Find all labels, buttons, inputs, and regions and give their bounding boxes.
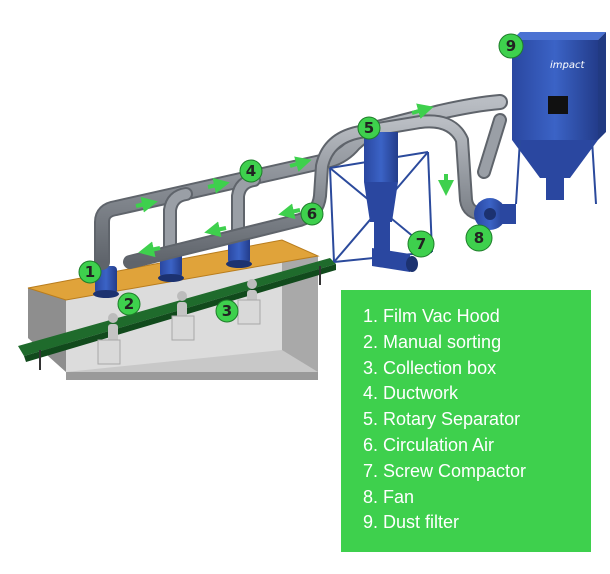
badge-5: 5 <box>357 116 381 140</box>
badge-7: 7 <box>407 230 435 258</box>
number-badges: 1 2 3 4 5 6 7 8 <box>78 33 524 323</box>
badge-6-label: 6 <box>307 205 317 223</box>
ductwork <box>94 94 508 270</box>
badge-8-label: 8 <box>474 229 484 247</box>
badge-3: 3 <box>215 299 239 323</box>
badge-9-label: 9 <box>506 37 516 55</box>
badge-4: 4 <box>239 159 263 183</box>
badge-2-label: 2 <box>124 295 134 313</box>
legend-item-ductwork: 4. Ductwork <box>363 383 459 404</box>
dust-filter: impact <box>512 32 606 205</box>
collection-box <box>171 315 195 341</box>
badge-6: 6 <box>300 202 324 226</box>
badge-3-label: 3 <box>222 302 232 320</box>
badge-1: 1 <box>78 260 102 284</box>
badge-9: 9 <box>498 33 524 59</box>
fan <box>474 198 516 230</box>
legend-item-collection-box: 3. Collection box <box>363 357 497 378</box>
manual-sorting-station <box>97 279 261 365</box>
badge-8: 8 <box>465 224 493 252</box>
airflow-arrows <box>135 103 454 258</box>
badge-7-label: 7 <box>416 235 426 253</box>
badge-1-label: 1 <box>85 263 95 281</box>
collection-box <box>97 339 121 365</box>
badge-5-label: 5 <box>364 119 374 137</box>
badge-4-label: 4 <box>246 162 256 180</box>
dust-filter-brand: impact <box>550 60 585 71</box>
legend-item-dust-filter: 9. Dust filter <box>363 512 460 533</box>
legend-item-fan: 8. Fan <box>363 486 415 507</box>
legend-item-film-vac-hood: 1. Film Vac Hood <box>363 306 500 326</box>
legend-item-circulation-air: 6. Circulation Air <box>363 434 495 455</box>
screw-compactor <box>372 248 418 272</box>
legend-list: 1. Film Vac Hood 2. Manual sorting 3. Co… <box>363 304 591 536</box>
legend-item-manual-sorting: 2. Manual sorting <box>363 331 502 352</box>
legend-box: 1. Film Vac Hood 2. Manual sorting 3. Co… <box>341 290 591 552</box>
badge-2: 2 <box>117 292 141 316</box>
legend-item-screw-compactor: 7. Screw Compactor <box>363 460 527 481</box>
legend-item-rotary-separator: 5. Rotary Separator <box>363 409 521 430</box>
collection-box <box>237 299 261 325</box>
